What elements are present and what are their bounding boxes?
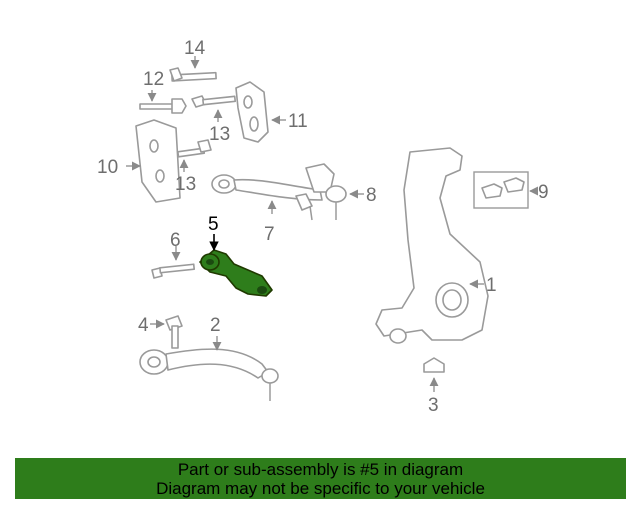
part-8-ball-joint <box>305 163 364 220</box>
label-10: 10 <box>97 157 118 178</box>
label-13-lower: 13 <box>175 174 196 195</box>
info-line-2: Diagram may not be specific to your vehi… <box>156 478 485 498</box>
part-3-nut <box>423 357 445 392</box>
label-7: 7 <box>264 224 275 245</box>
part-5-lower-control-arm <box>199 234 273 297</box>
label-14: 14 <box>184 38 206 59</box>
part-9-nut-inset <box>473 171 539 209</box>
label-1: 1 <box>486 275 497 296</box>
part-7-upper-arm <box>211 174 323 221</box>
part-4-bolt <box>150 315 183 349</box>
label-5: 5 <box>208 214 219 235</box>
label-2: 2 <box>210 315 221 336</box>
label-4: 4 <box>138 315 149 336</box>
label-9: 9 <box>538 182 549 203</box>
part-14-bolt <box>169 56 217 82</box>
label-12: 12 <box>143 69 164 90</box>
part-10-bracket <box>126 119 181 203</box>
label-8: 8 <box>366 185 377 206</box>
part-2-lower-arm <box>139 336 279 401</box>
part-12-bolt <box>139 90 187 114</box>
label-6: 6 <box>170 230 181 251</box>
label-11: 11 <box>288 111 308 132</box>
part-13-lower-bolt <box>177 139 212 172</box>
info-banner: Part or sub-assembly is #5 in diagram Di… <box>15 458 626 499</box>
info-line-1: Part or sub-assembly is #5 in diagram <box>177 459 464 479</box>
label-13-upper: 13 <box>209 124 230 145</box>
part-6-bolt <box>151 246 196 279</box>
part-11-bracket <box>235 81 286 143</box>
part-13-upper-bolt <box>191 95 237 122</box>
label-3: 3 <box>428 395 439 416</box>
part-1-knuckle <box>375 147 489 344</box>
